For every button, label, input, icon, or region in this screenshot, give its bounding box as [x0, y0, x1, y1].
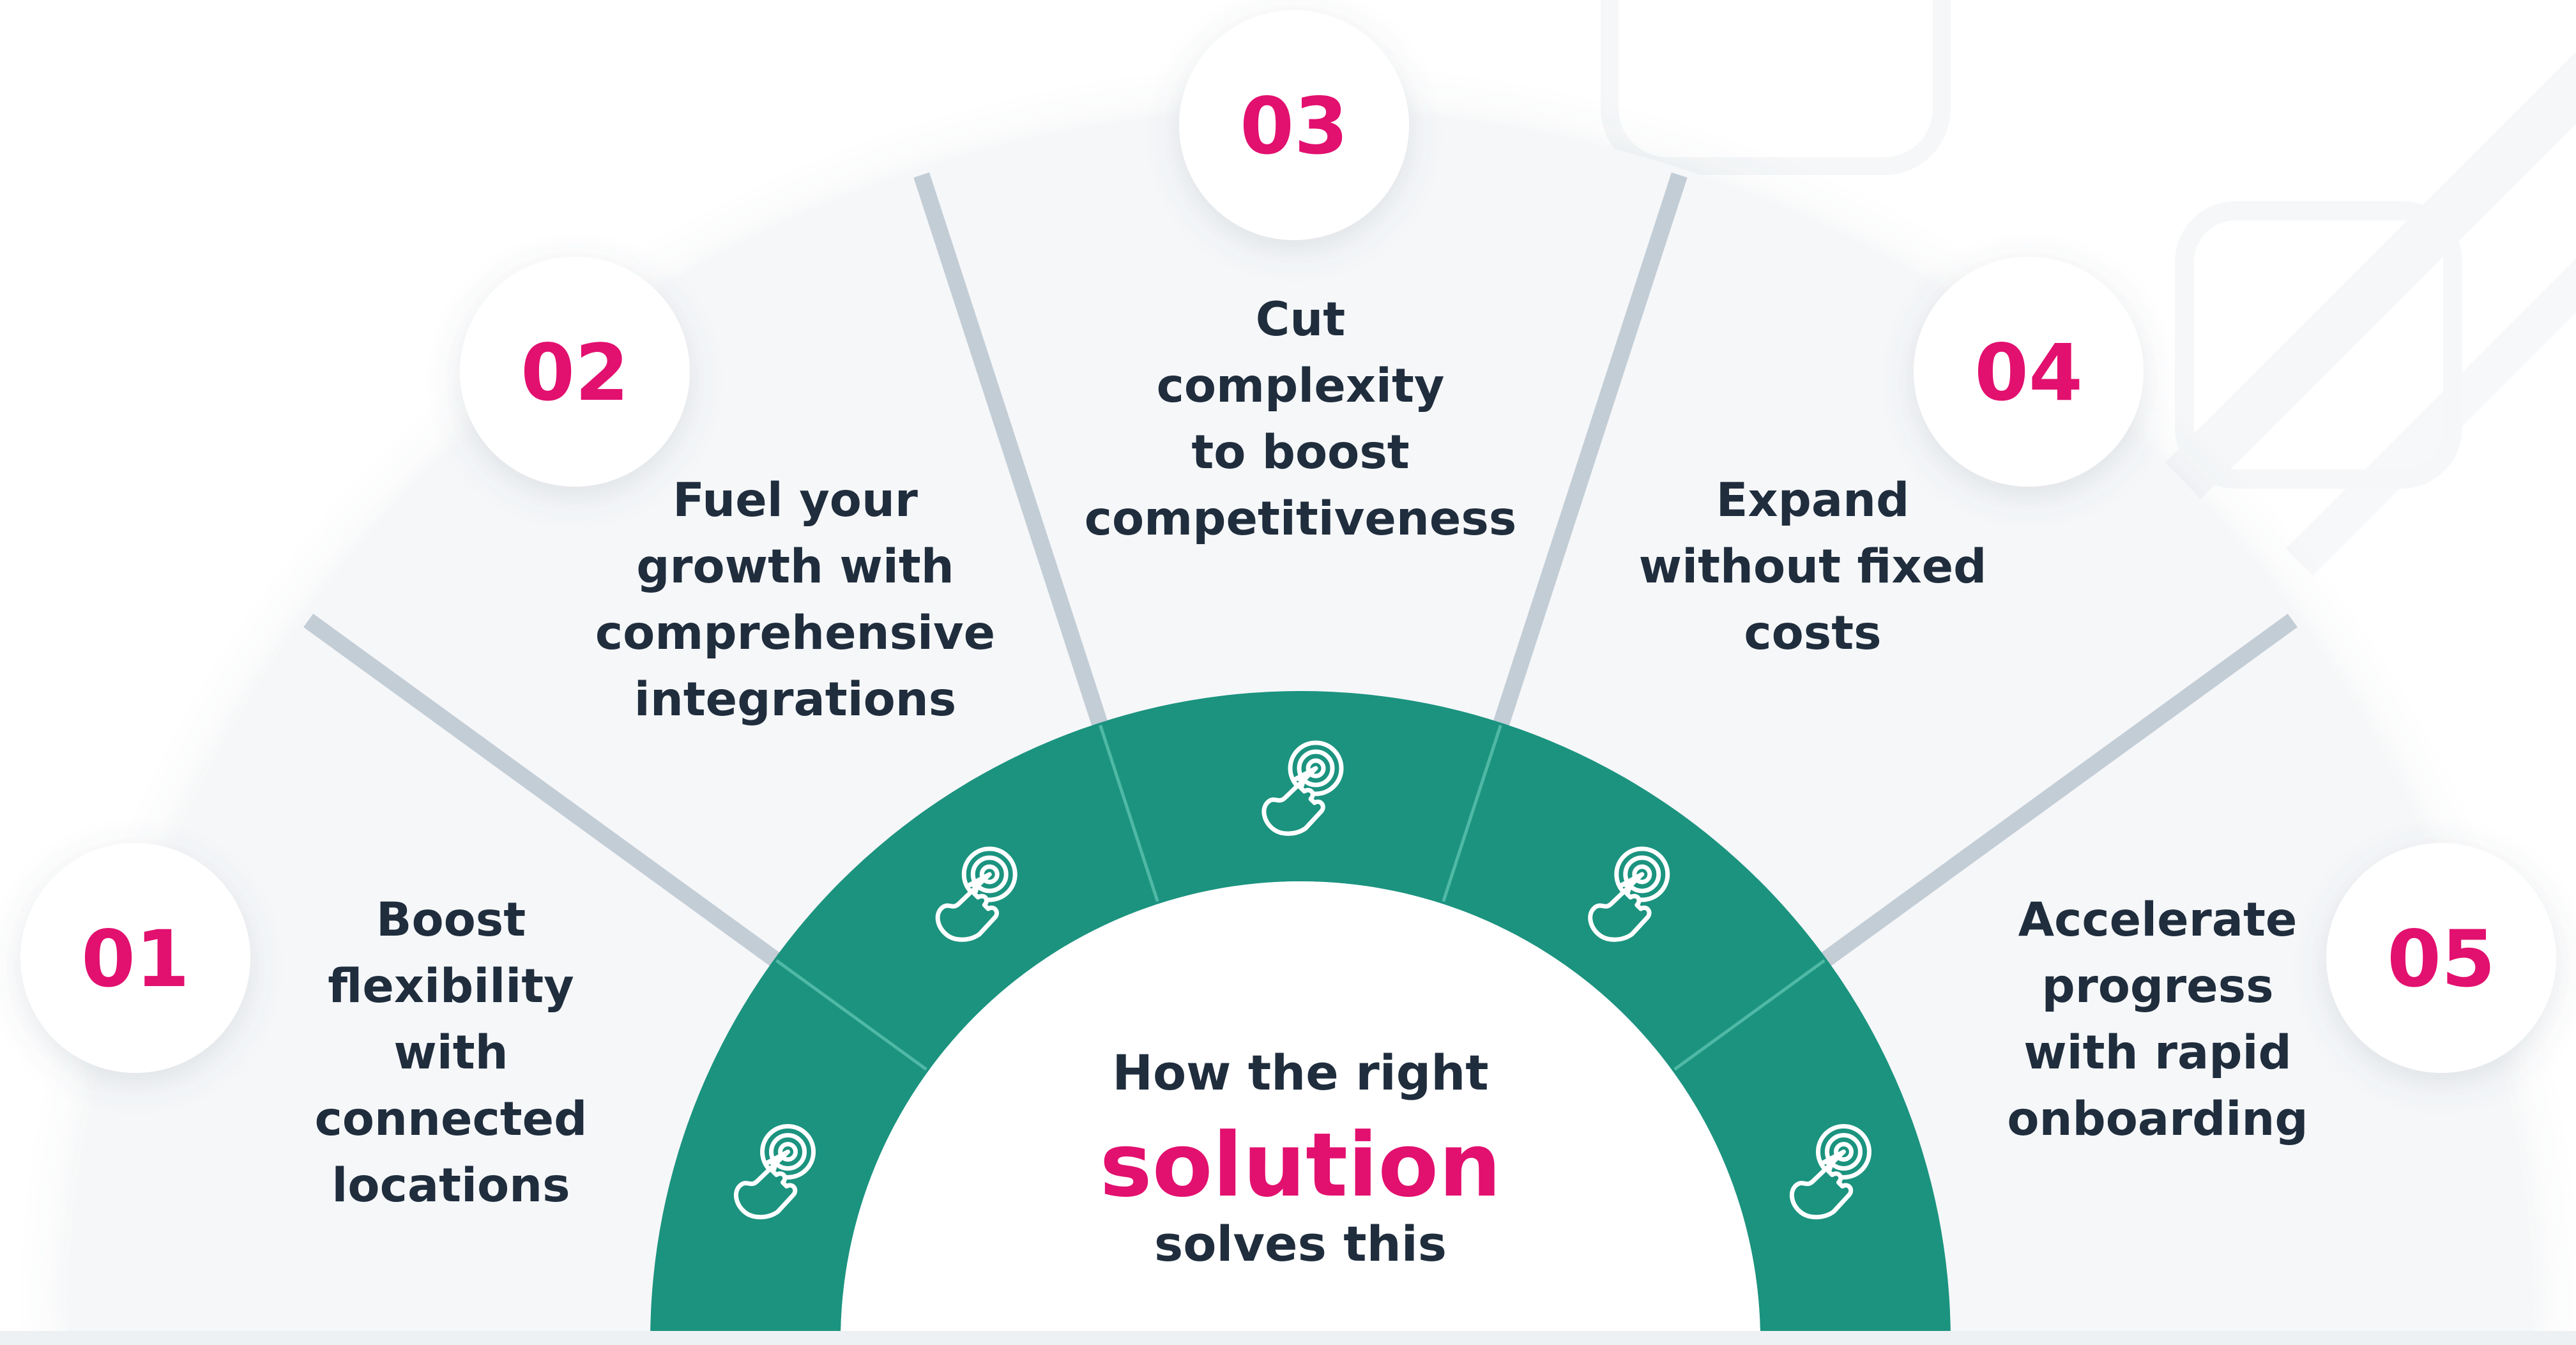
step-05-label: Accelerate progress with rapid onboarding: [2007, 893, 2308, 1146]
panel-divider: [303, 613, 790, 973]
label-line: progress: [2041, 959, 2273, 1014]
label-line: Accelerate: [2018, 893, 2298, 947]
label-line: integrations: [634, 672, 956, 727]
badge-circle: [1179, 10, 1409, 240]
label-line: costs: [1744, 606, 1881, 660]
label-line: with rapid: [2023, 1026, 2292, 1080]
background-decoration: [1601, 0, 2576, 576]
ring-separator: [1099, 724, 1159, 902]
step-number: 05: [2387, 914, 2496, 1005]
label-line: locations: [332, 1159, 570, 1213]
ring-separator: [1673, 959, 1825, 1071]
label-line: growth with: [636, 540, 954, 594]
badge-02: 02: [460, 257, 690, 487]
step-02-label: Fuel your growth with comprehensive integra…: [595, 473, 995, 727]
center-highlight: solution: [1100, 1114, 1502, 1217]
label-line: Boost: [376, 893, 526, 947]
label-line: to boost: [1191, 425, 1409, 480]
bottom-strip: [0, 1331, 2576, 1345]
panel-divider: [913, 172, 1111, 738]
step-03-label: Cut complexity to boost competitiveness: [1085, 293, 1517, 546]
label-line: complexity: [1157, 359, 1445, 413]
label-line: Fuel your: [673, 473, 918, 528]
badge-03: 03: [1179, 10, 1409, 240]
ring-separator: [1442, 724, 1502, 902]
label-line: flexibility: [328, 959, 574, 1014]
label-line: with: [393, 1026, 508, 1080]
ring-separators: [775, 724, 1825, 1071]
ring-separator: [775, 959, 927, 1071]
center-line-3: solves this: [1154, 1215, 1447, 1272]
badge-circle: [20, 843, 250, 1073]
label-line: Cut: [1256, 293, 1345, 347]
badge-05: 05: [2326, 843, 2556, 1073]
panel-dividers: [303, 172, 2298, 973]
badge-circle: [460, 257, 690, 487]
number-badges: 01 02 03 04 05: [20, 10, 2556, 1073]
step-01-label: Boost flexibility with connected locations: [315, 893, 588, 1213]
label-line: Expand: [1716, 473, 1910, 528]
badge-circle: [2326, 843, 2556, 1073]
panel-divider: [1490, 172, 1688, 738]
label-line: connected: [315, 1092, 588, 1146]
step-04-label: Expand without fixed costs: [1639, 473, 1987, 660]
badge-01: 01: [20, 843, 250, 1073]
badge-04: 04: [1914, 257, 2144, 487]
inner-disc: [841, 881, 1760, 1341]
step-number: 01: [81, 914, 190, 1005]
center-caption: How the right solution solves this: [1100, 1044, 1502, 1272]
step-number: 04: [1974, 328, 2083, 418]
label-line: onboarding: [2007, 1092, 2308, 1146]
center-line-1: How the right: [1112, 1044, 1488, 1101]
badge-circle: [1914, 257, 2144, 487]
step-number: 03: [1240, 81, 1348, 172]
label-line: comprehensive: [595, 606, 995, 660]
step-labels: Boost flexibility with connected locations Fu…: [315, 293, 2308, 1213]
label-line: without fixed: [1639, 540, 1987, 594]
label-line: competitiveness: [1085, 492, 1517, 546]
step-number: 02: [521, 328, 629, 418]
panel-divider: [1811, 613, 2298, 973]
